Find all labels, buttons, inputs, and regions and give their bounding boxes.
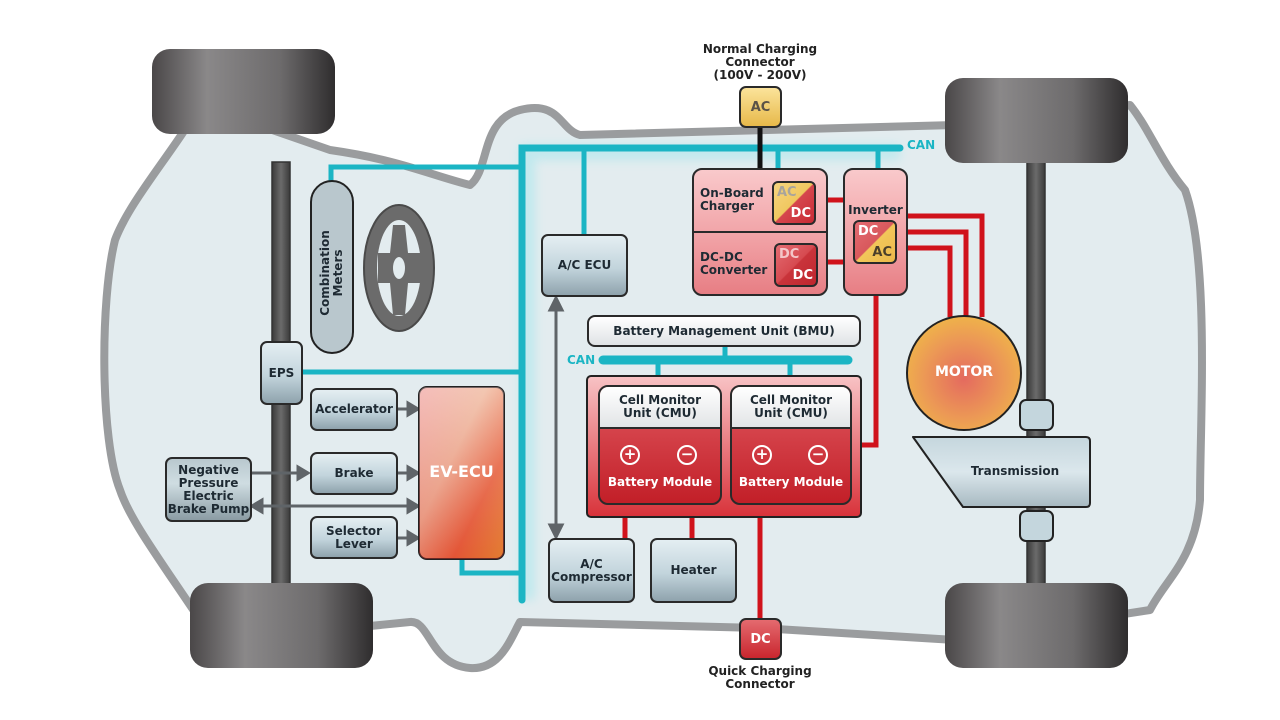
ac-ecu[interactable]: A/C ECU [541, 234, 628, 297]
wheel-rear-left [945, 78, 1128, 163]
combination-meters-label: Combination Meters [318, 230, 345, 316]
ev-ecu-label[interactable]: EV-ECU [429, 462, 494, 481]
ac-dc-converter-icon: AC DC [772, 181, 816, 225]
electric-power-steering[interactable]: EPS [260, 341, 303, 405]
cell-monitor-unit-1: Cell Monitor Unit (CMU) [600, 387, 720, 429]
wheel-front-right [190, 583, 373, 668]
label-line: Converter [700, 263, 768, 277]
negative-pressure-electric-brake-pump[interactable]: Negative Pressure Electric Brake Pump [165, 457, 252, 522]
wheel-rear-right [945, 583, 1128, 668]
label-line: Quick Charging [708, 664, 812, 678]
label-line: Unit (CMU) [623, 406, 697, 420]
dc-dc-converter-label[interactable]: DC-DC Converter [700, 251, 770, 277]
high-voltage-lines [622, 197, 985, 620]
heater[interactable]: Heater [650, 538, 737, 603]
brake[interactable]: Brake [310, 452, 398, 495]
on-board-charger-label[interactable]: On-Board Charger [700, 187, 770, 213]
label-line: Electric [183, 488, 234, 503]
quick-charging-connector[interactable]: DC [739, 618, 782, 660]
ac-compressor[interactable]: A/C Compressor [548, 538, 635, 603]
can-label-top: CAN [907, 138, 936, 152]
accelerator[interactable]: Accelerator [310, 388, 398, 431]
battery-module-1[interactable]: Cell Monitor Unit (CMU) + − Battery Modu… [598, 385, 722, 505]
label-line: Selector [325, 523, 383, 538]
label-line: Connector [725, 677, 795, 691]
label-line: (100V - 200V) [713, 68, 807, 82]
label-line: On-Board [700, 186, 764, 200]
label-line: Cell Monitor [618, 393, 702, 407]
dc-ac-inverter-icon: DC AC [853, 220, 897, 264]
axle-coupler-upper [1019, 399, 1054, 431]
label-line: Brake Pump [167, 501, 250, 516]
battery-module-2[interactable]: Cell Monitor Unit (CMU) + − Battery Modu… [730, 385, 852, 505]
negative-terminal-icon: − [808, 445, 828, 465]
label-line: Cell Monitor [749, 393, 833, 407]
from-label: AC [777, 185, 797, 200]
motor-label: MOTOR [934, 364, 994, 380]
can-label-battery: CAN [567, 353, 596, 367]
dc-dc-converter-icon: DC DC [774, 243, 818, 287]
to-label: DC [792, 268, 813, 283]
label-line: Charger [700, 199, 755, 213]
label-line: Compressor [551, 569, 632, 584]
combination-meters [310, 180, 354, 354]
label-line: Lever [335, 536, 373, 551]
normal-charging-connector[interactable]: AC [739, 86, 782, 128]
quick-charging-label: Quick Charging Connector [680, 665, 840, 691]
to-label: DC [790, 206, 811, 221]
battery-module-label: Battery Module [738, 475, 844, 489]
signal-arrows [249, 294, 565, 547]
axle-coupler-lower [1019, 510, 1054, 542]
to-label: AC [872, 245, 892, 260]
label-line: Unit (CMU) [754, 406, 828, 420]
transmission-label: Transmission [970, 464, 1060, 478]
label-line: Pressure [178, 475, 239, 490]
cell-monitor-unit-2: Cell Monitor Unit (CMU) [732, 387, 850, 429]
label-line: DC-DC [700, 250, 743, 264]
from-label: DC [858, 224, 879, 239]
label-line: Normal Charging [702, 42, 818, 56]
positive-terminal-icon: + [752, 445, 772, 465]
battery-module-label: Battery Module [607, 475, 713, 489]
can-bus [288, 144, 904, 604]
from-label: DC [779, 247, 800, 262]
label-line: A/C [580, 556, 603, 571]
negative-terminal-icon: − [677, 445, 697, 465]
transmission [912, 436, 1091, 508]
selector-lever[interactable]: Selector Lever [310, 516, 398, 559]
battery-management-unit[interactable]: Battery Management Unit (BMU) [587, 315, 861, 347]
motor [906, 315, 1022, 431]
divider [694, 231, 826, 233]
wheel-front-left [152, 49, 335, 134]
inverter-label: Inverter [848, 203, 903, 217]
normal-charging-label: Normal Charging Connector (100V - 200V) [680, 43, 840, 82]
label-line: Connector [725, 55, 795, 69]
label-line: Negative [178, 462, 239, 477]
positive-terminal-icon: + [620, 445, 640, 465]
steering-wheel-icon [363, 204, 435, 332]
